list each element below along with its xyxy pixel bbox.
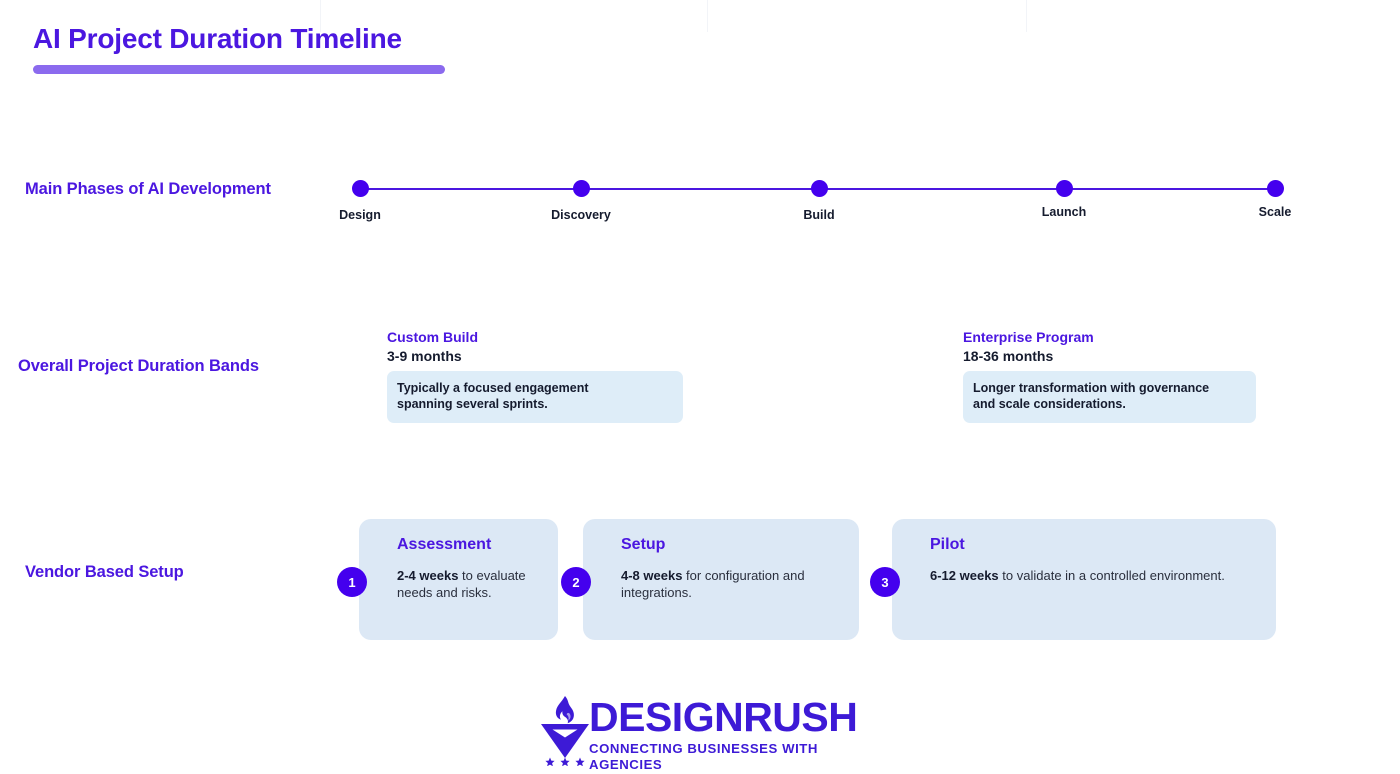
vendor-card-number-badge: 3 [870,567,900,597]
vendor-card-assessment[interactable]: 1 Assessment 2-4 weeks to evaluate needs… [337,519,558,640]
vendor-card-pilot[interactable]: 3 Pilot 6-12 weeks to validate in a cont… [870,519,1276,640]
logo-tagline: CONNECTING BUSINESSES WITH AGENCIES [589,741,818,772]
vendor-card-number-badge: 1 [337,567,367,597]
band-description: Typically a focused engagement spanning … [387,371,683,423]
vendor-card-detail: to evaluate needs and risks. [397,568,526,600]
band-description-line: Typically a focused engagement [397,381,589,395]
duration-band-custom-build[interactable]: Custom Build 3-9 months Typically a focu… [387,328,683,423]
band-description-line: spanning several sprints. [397,397,548,411]
timeline-label: Design [339,208,381,222]
row-label-main-phases: Main Phases of AI Development [25,180,271,198]
timeline-dot-icon [811,180,828,197]
vendor-card-duration: 4-8 weeks [621,568,683,583]
vendor-card-detail: to validate in a controlled environment. [998,568,1225,583]
row-label-duration-bands: Overall Project Duration Bands [18,357,259,375]
timeline-label: Scale [1258,205,1292,219]
column-divider-1 [320,0,321,32]
designrush-logo: DESIGNRUSH CONNECTING BUSINESSES WITH AG… [537,694,863,772]
band-duration: 3-9 months [387,348,462,364]
vendor-card-body: 4-8 weeks for configuration and integrat… [621,567,845,601]
timeline-dot-icon [1056,180,1073,197]
timeline-dot-icon [1267,180,1284,197]
timeline-label: Discovery [551,208,611,222]
page-title: AI Project Duration Timeline [33,23,402,54]
timeline-node-build[interactable]: Build [803,180,836,222]
vendor-card-detail: for configuration and integrations. [621,568,805,600]
band-name: Enterprise Program [963,329,1094,345]
band-description-line: and scale considerations. [973,397,1126,411]
vendor-card-body: 2-4 weeks to evaluate needs and risks. [397,567,544,601]
vendor-card-duration: 2-4 weeks [397,568,459,583]
timeline-dot-icon [573,180,590,197]
timeline-node-launch[interactable]: Launch [1042,180,1086,219]
designrush-flame-shield-icon [541,696,589,766]
timeline-label: Launch [1041,205,1087,219]
vendor-card-body: 6-12 weeks to validate in a controlled e… [930,567,1262,584]
timeline-label: Build [803,208,835,222]
vendor-card-duration: 6-12 weeks [930,568,999,583]
phases-timeline: Design Discovery Build Launch Scale [339,180,1291,238]
designrush-wordmark: DESIGNRUSH CONNECTING BUSINESSES WITH AG… [589,694,863,773]
column-divider-3 [1026,0,1027,32]
vendor-card-title: Setup [621,536,666,553]
band-duration: 18-36 months [963,348,1054,364]
row-label-vendor-setup: Vendor Based Setup [25,563,184,581]
timeline-node-design[interactable]: Design [339,180,381,222]
logo-word: DESIGNRUSH [589,694,858,740]
title-block: AI Project Duration Timeline [33,22,445,74]
timeline-node-discovery[interactable]: Discovery [551,180,611,222]
timeline-node-scale[interactable]: Scale [1259,180,1292,219]
vendor-card-title: Assessment [397,536,492,553]
duration-band-enterprise-program[interactable]: Enterprise Program 18-36 months Longer t… [963,328,1256,423]
band-description: Longer transformation with governance an… [963,371,1256,423]
title-underline [33,65,445,74]
column-divider-2 [707,0,708,32]
vendor-card-title: Pilot [930,536,965,553]
vendor-card-setup[interactable]: 2 Setup 4-8 weeks for configuration and … [561,519,859,640]
timeline-dot-icon [352,180,369,197]
band-description-line: Longer transformation with governance [973,381,1210,395]
band-name: Custom Build [387,329,478,345]
vendor-card-number-badge: 2 [561,567,591,597]
